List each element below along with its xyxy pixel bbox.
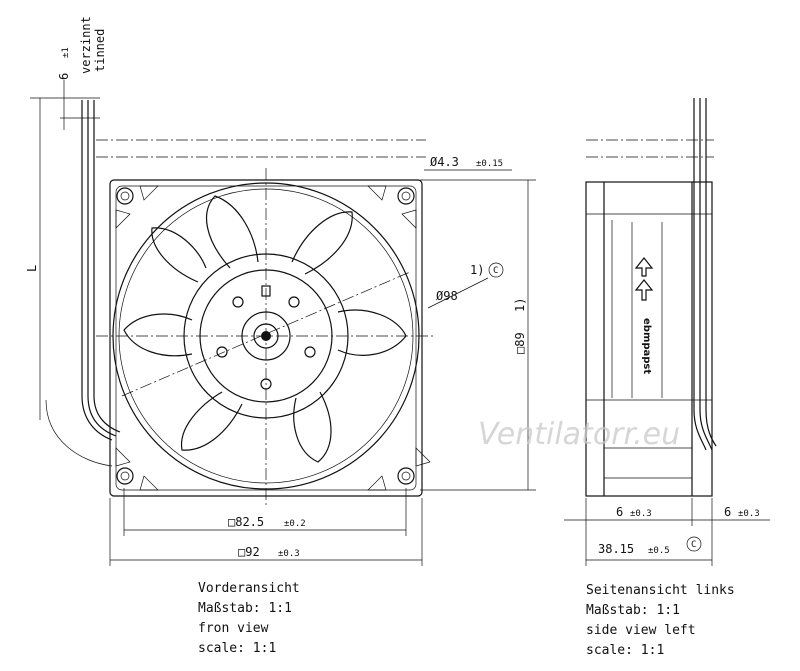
impeller-blades	[123, 195, 407, 463]
watermark: Ventilatorr.eu	[478, 417, 680, 452]
side-view-caption: Seitenansicht links Maßstab: 1:1 side vi…	[586, 583, 735, 658]
reference-footnote: 1)	[470, 263, 484, 277]
front-caption-line-4: scale: 1:1	[198, 641, 276, 656]
depth-dimension: 38.15 ±0.5 C	[598, 536, 702, 556]
wire-strip-tolerance: ±1	[61, 47, 71, 58]
depth-tolerance: ±0.5	[648, 546, 670, 556]
front-caption-line-1: Vorderansicht	[198, 581, 300, 596]
side-lead-wires	[693, 98, 717, 451]
front-view	[45, 100, 436, 508]
side-view: ebmpapst	[585, 98, 717, 497]
side-right: 6	[724, 505, 731, 519]
brand-label: ebmpapst	[641, 318, 652, 374]
wire-strip-length: 6	[57, 73, 71, 80]
frame-width: □92	[238, 545, 260, 559]
frame-width-tolerance: ±0.3	[278, 549, 300, 559]
corner-ribs	[115, 185, 431, 491]
wire-label-en: tinned	[93, 29, 107, 72]
hole-diameter: Ø4.3	[430, 155, 459, 169]
side-left-dimension: 6 ±0.3	[616, 505, 652, 519]
mount-spacing: □82.5	[228, 515, 264, 529]
mount-spacing-tolerance: ±0.2	[284, 519, 306, 529]
side-right-dimension: 6 ±0.3	[724, 505, 760, 519]
length-label: L	[25, 265, 39, 272]
hole-dimension: Ø4.3 ±0.15	[430, 155, 503, 169]
side-left: 6	[616, 505, 623, 519]
frame-width-dimension: □92 ±0.3	[238, 545, 300, 559]
side-caption-line-3: side view left	[586, 623, 696, 638]
lead-wires	[45, 100, 121, 467]
reference-mark: C	[493, 266, 498, 276]
front-caption-line-3: fron view	[198, 621, 269, 636]
frame-height-dimension: □89 1)	[513, 298, 527, 354]
side-right-tolerance: ±0.3	[738, 509, 760, 519]
side-caption-line-1: Seitenansicht links	[586, 583, 735, 598]
front-caption-line-2: Maßstab: 1:1	[198, 601, 292, 616]
side-left-tolerance: ±0.3	[630, 509, 652, 519]
impeller-diameter: Ø98	[436, 289, 458, 303]
depth: 38.15	[598, 542, 634, 556]
side-dimensions	[564, 139, 770, 566]
side-caption-line-2: Maßstab: 1:1	[586, 603, 680, 618]
wire-label-de: verzinnt	[79, 16, 93, 74]
depth-mark: C	[691, 540, 696, 550]
front-dimensions	[30, 80, 536, 566]
wire-note: 6 ±1 verzinnt tinned	[57, 16, 107, 80]
front-view-caption: Vorderansicht Maßstab: 1:1 fron view sca…	[198, 581, 300, 656]
frame-height-note: 1)	[513, 298, 527, 312]
reference-note: 1) C	[470, 262, 504, 278]
side-caption-line-4: scale: 1:1	[586, 643, 664, 658]
frame-height: □89	[513, 332, 527, 354]
mounting-holes	[116, 187, 415, 485]
mount-spacing-dimension: □82.5 ±0.2	[228, 515, 306, 529]
hole-tolerance: ±0.15	[476, 159, 503, 169]
